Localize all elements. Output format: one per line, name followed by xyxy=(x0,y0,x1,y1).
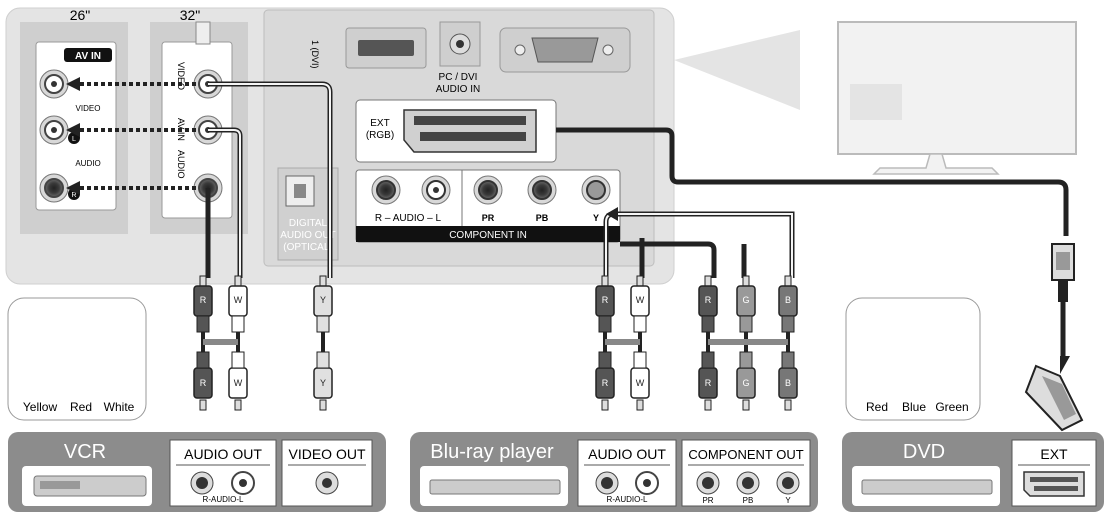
scart-ext-port: EXT (RGB) xyxy=(355,99,557,163)
legend-white: White xyxy=(104,400,135,414)
bd-plug-w-bottom-label: W xyxy=(636,378,645,388)
vcr-plug-w: W xyxy=(228,275,248,333)
vcr-plug-y-label: Y xyxy=(320,295,326,305)
digital-label-2: AUDIO OUT xyxy=(280,230,336,241)
scart-plugs xyxy=(1024,243,1084,432)
comp-plug-r-bottom: R xyxy=(698,351,718,411)
legend-green: Green xyxy=(935,400,968,414)
comp-plug-r-label: R xyxy=(705,295,712,305)
bd-plug-r: R xyxy=(595,275,615,333)
bluray-pr: PR xyxy=(702,496,713,505)
av-in-badge xyxy=(64,48,112,62)
comp-plug-g-bottom: G xyxy=(736,351,756,411)
bluray-device-icon xyxy=(429,479,561,495)
bluray-audio-out: AUDIO OUT xyxy=(588,446,666,462)
av-video-label: VIDEO xyxy=(76,104,101,113)
comp-plug-b: B xyxy=(778,275,798,333)
bluray-audio-sub: R-AUDIO-L xyxy=(607,495,648,504)
vcr-plug-y-bottom: Y xyxy=(313,351,333,411)
vcr-bar: VCR AUDIO OUT R-AUDIO-L VIDEO OUT xyxy=(8,432,386,512)
vcr-audio-out: AUDIO OUT xyxy=(184,446,262,462)
vcr-title: VCR xyxy=(64,441,106,463)
bluray-pb: PB xyxy=(743,496,754,505)
av-audio-label: AUDIO xyxy=(75,159,100,168)
dvd-ext: EXT xyxy=(1040,446,1068,462)
comp-plug-b-bottom-label: B xyxy=(785,378,791,388)
comp-plug-r: R xyxy=(698,275,718,333)
tv-back-panel: AV IN VIDEO L AUDIO R VIDEO AV IN AUDIO xyxy=(5,7,675,285)
comp-plug-b-label: B xyxy=(785,295,791,305)
cables xyxy=(205,81,1069,278)
av-r-marker: R xyxy=(71,192,76,199)
vcr-plug-y-bottom-label: Y xyxy=(320,378,326,388)
vcr-plug-w-bottom-label: W xyxy=(234,378,243,388)
vcr-plug-w-bottom: W xyxy=(228,351,248,411)
comp-plug-g-label: G xyxy=(742,295,749,305)
comp-y-label: Y xyxy=(593,213,599,223)
legend-right: Red Blue Green xyxy=(845,297,981,421)
comp-pr-label: PR xyxy=(482,213,495,223)
dvd-scart-icon xyxy=(1023,471,1085,497)
digital-label-1: DIGITAL xyxy=(289,218,328,229)
legend-red-2: Red xyxy=(866,400,888,414)
comp-pb-label: PB xyxy=(536,213,549,223)
comp-plug-b-bottom: B xyxy=(778,351,798,411)
bd-plug-w-bottom: W xyxy=(630,351,650,411)
bd-plug-w: W xyxy=(630,275,650,333)
legend-left: Yellow Red White xyxy=(7,297,147,421)
bluray-y: Y xyxy=(785,496,791,505)
digital-label-3: (OPTICAL) xyxy=(283,242,332,253)
vcr-plug-r-label: R xyxy=(200,295,207,305)
bd-plug-w-label: W xyxy=(636,295,645,305)
cable-plugs: RWYRWRGBRWYRWRGBYRWRBG xyxy=(30,275,962,411)
av-in-badge-label: AV IN xyxy=(75,51,101,62)
size-32-label: 32" xyxy=(180,7,201,23)
vcr-plug-r-bottom-label: R xyxy=(200,378,207,388)
comp-plug-g-bottom-label: G xyxy=(742,378,749,388)
vcr-plug-r-bottom: R xyxy=(193,351,213,411)
comp-plug-g: G xyxy=(736,275,756,333)
vcr-plug-r: R xyxy=(193,275,213,333)
ext-rgb-label: (RGB) xyxy=(366,130,394,141)
av-l-marker: L xyxy=(72,136,76,143)
bluray-bar: Blu-ray player AUDIO OUT R-AUDIO-L COMPO… xyxy=(410,432,818,512)
top-connectors: 1 (DVI) PC / DVI AUDIO IN xyxy=(310,21,631,95)
bluray-component-out: COMPONENT OUT xyxy=(688,447,803,462)
bluray-title: Blu-ray player xyxy=(430,441,554,463)
size-26-label: 26" xyxy=(70,7,91,23)
legend-yellow: Yellow xyxy=(23,400,58,414)
legend-blue: Blue xyxy=(902,400,926,414)
pc-dvi-label-2: AUDIO IN xyxy=(436,84,480,95)
dvd-title: DVD xyxy=(903,441,945,463)
comp-audio-label: R – AUDIO – L xyxy=(375,213,442,224)
hdmi-label: 1 (DVI) xyxy=(310,40,320,69)
dvd-bar: DVD EXT xyxy=(842,432,1104,512)
component-in-panel: R – AUDIO – L PR PB Y COMPONENT IN xyxy=(355,169,621,243)
vcr-video-out: VIDEO OUT xyxy=(288,446,365,462)
dvd-device-icon xyxy=(861,479,993,495)
col32-audio-label: AUDIO xyxy=(176,150,186,179)
component-in-label: COMPONENT IN xyxy=(449,230,527,241)
vcr-plug-y: Y xyxy=(313,275,333,333)
bd-plug-r-label: R xyxy=(602,295,609,305)
vcr-audio-sub: R-AUDIO-L xyxy=(203,495,244,504)
col32-video-label: VIDEO xyxy=(176,62,186,90)
legend-red: Red xyxy=(70,400,92,414)
dotted-arrows xyxy=(78,82,196,190)
comp-plug-r-bottom-label: R xyxy=(705,378,712,388)
pc-dvi-label-1: PC / DVI xyxy=(439,72,478,83)
bd-plug-r-bottom-label: R xyxy=(602,378,609,388)
ext-label: EXT xyxy=(370,118,389,129)
bd-plug-r-bottom: R xyxy=(595,351,615,411)
tv-front-icon xyxy=(674,21,1077,175)
vcr-plug-w-label: W xyxy=(234,295,243,305)
